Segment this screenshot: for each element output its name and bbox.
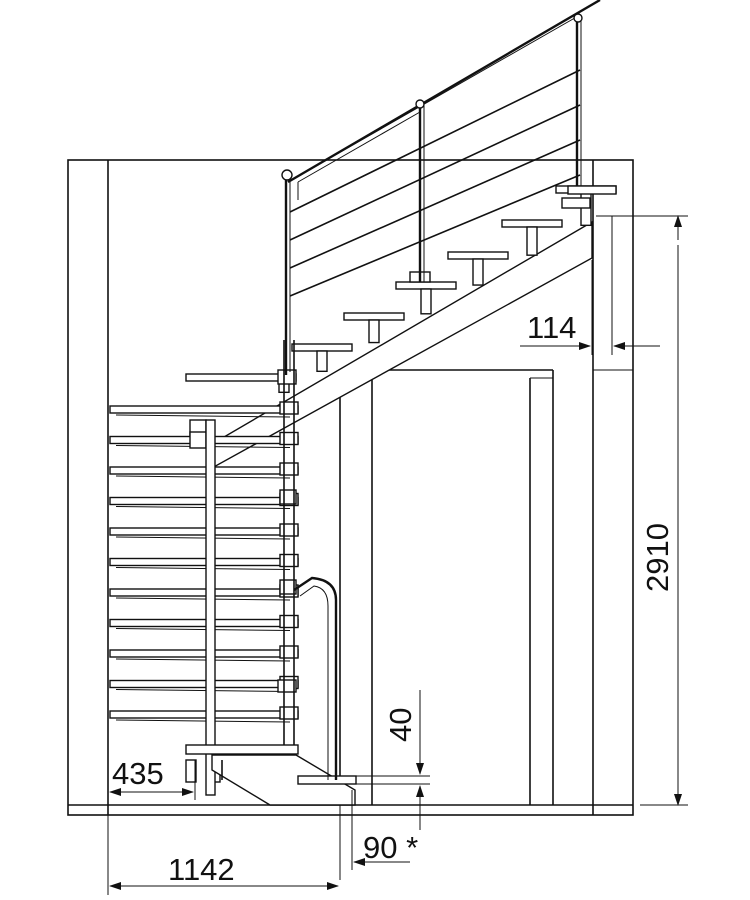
winder-tread (109, 462, 299, 479)
door-frame (339, 369, 554, 805)
upper-tread (343, 312, 405, 344)
winder-tread (109, 492, 299, 509)
dim-overall-height: 2910 (640, 523, 675, 592)
dim-top-offset: 114 (527, 310, 576, 345)
winder-tread (109, 553, 299, 570)
central-column (205, 340, 295, 796)
upper-tread (501, 219, 563, 256)
winder-tread (109, 645, 299, 662)
railing (281, 0, 601, 780)
winder-tread (109, 523, 299, 540)
upper-stringer (211, 220, 593, 470)
top-landing-plate (567, 185, 617, 195)
winder-tread (109, 584, 299, 601)
dim-left-offset: 435 (112, 756, 164, 791)
winder-tread (109, 706, 299, 723)
upper-tread (291, 343, 353, 373)
dim-bottom-gap: 40 (383, 708, 418, 742)
upper-tread (447, 251, 509, 286)
room-outline (67, 159, 634, 816)
dim-bottom-width: 1142 (168, 852, 235, 887)
dimension-lines (107, 215, 688, 895)
winder-tread (109, 614, 299, 631)
dimension-labels: 2910 114 40 90 * 1142 435 (112, 310, 675, 887)
dim-post-offset: 90 * (363, 830, 418, 865)
winder-tread (109, 675, 299, 692)
